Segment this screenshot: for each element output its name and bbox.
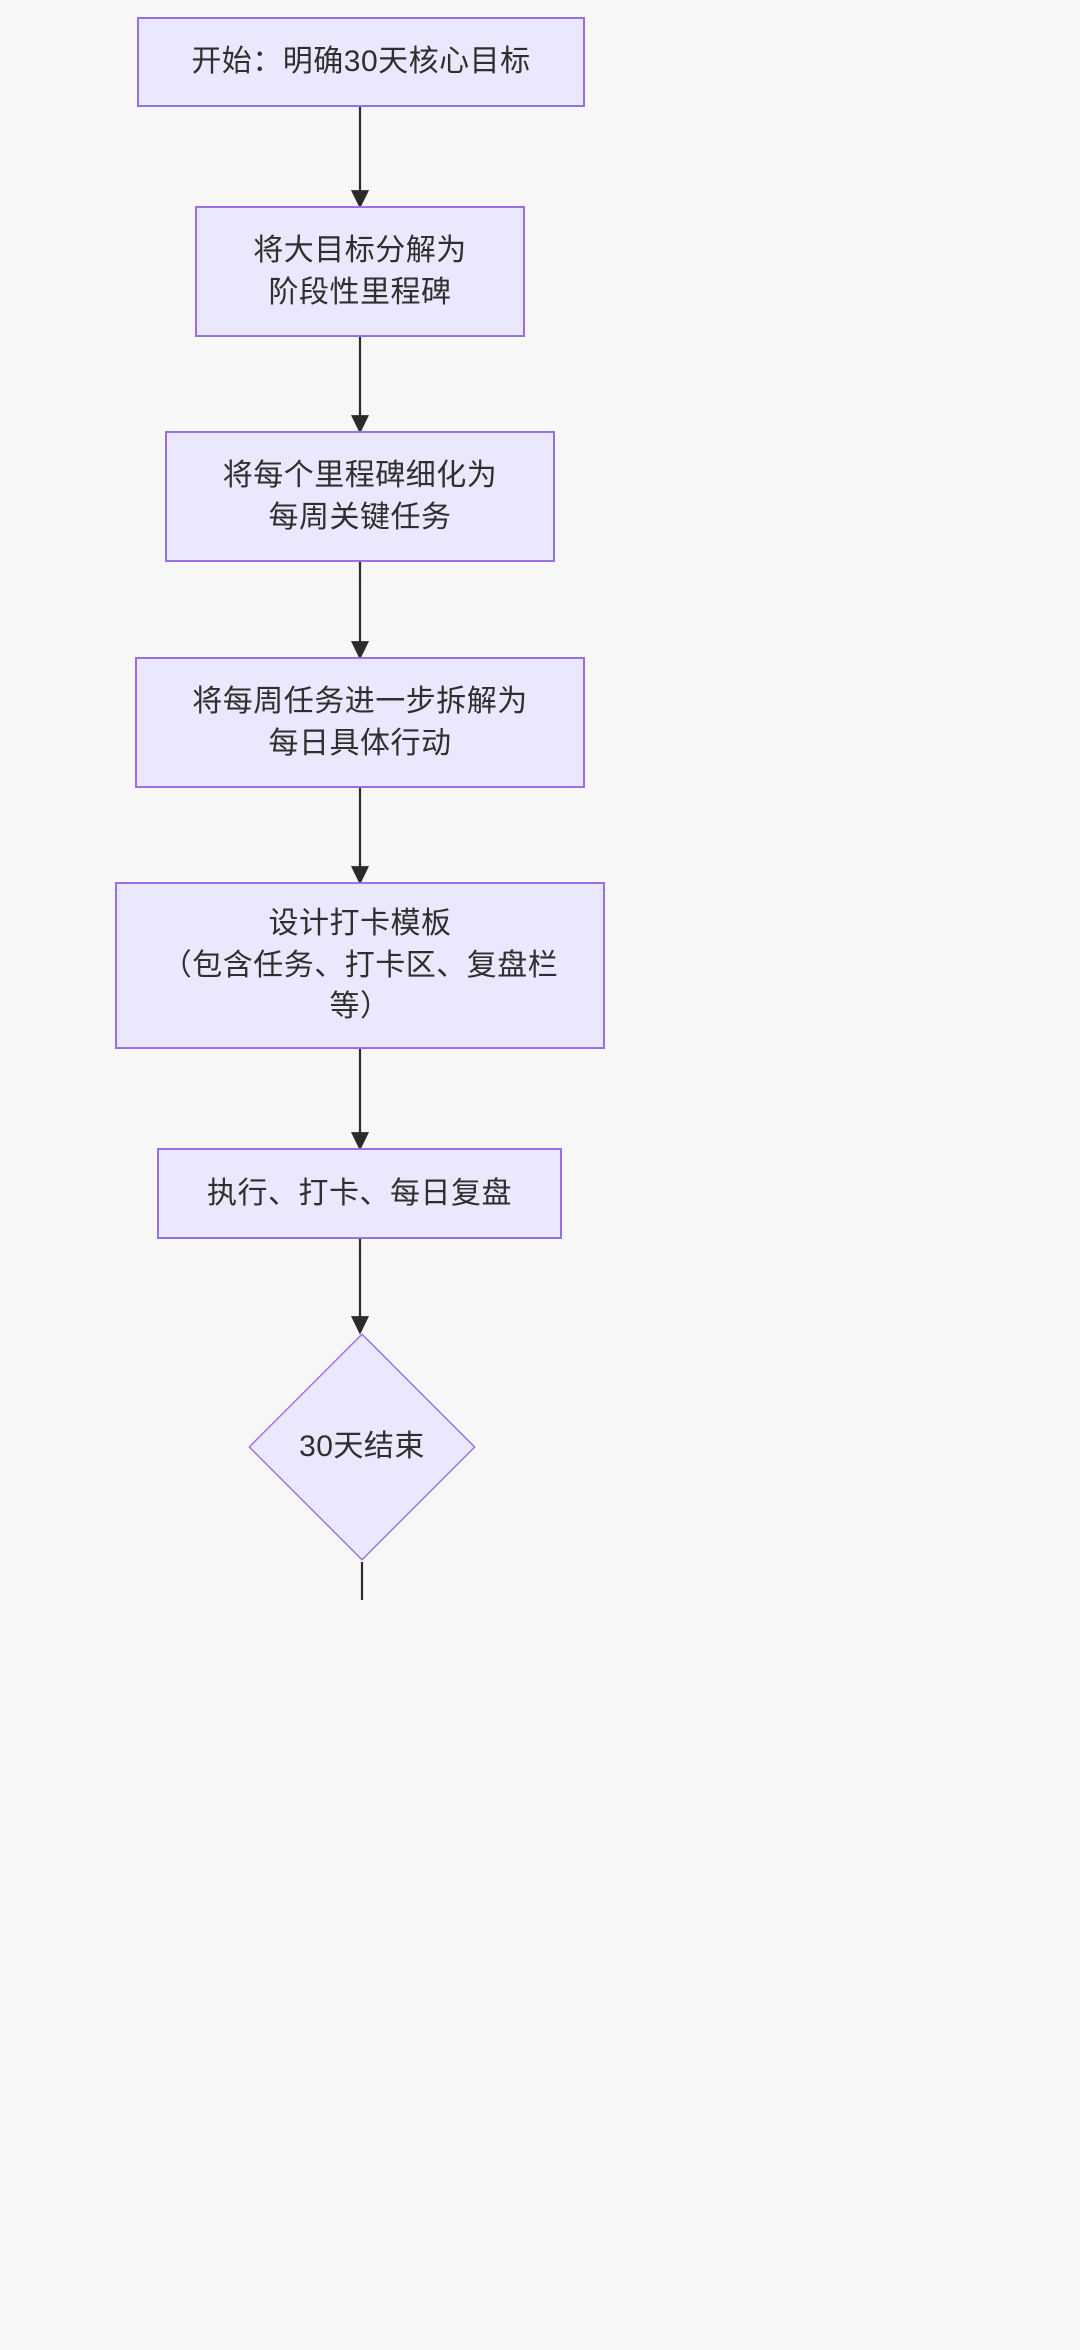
- diamond-shape-icon: [247, 1332, 477, 1562]
- flow-node-label: 30天结束: [299, 1430, 425, 1464]
- flow-node-label: 设计打卡模板 （包含任务、打卡区、复盘栏 等）: [161, 907, 559, 1024]
- flow-node-daily-actions[interactable]: 将每周任务进一步拆解为 每日具体行动: [135, 657, 585, 788]
- flow-node-checkin-template[interactable]: 设计打卡模板 （包含任务、打卡区、复盘栏 等）: [115, 882, 605, 1049]
- flow-node-breakdown-milestones[interactable]: 将大目标分解为 阶段性里程碑: [195, 206, 525, 337]
- flow-node-label: 执行、打卡、每日复盘: [207, 1176, 512, 1210]
- flow-node-label: 将每个里程碑细化为 每周关键任务: [222, 459, 498, 534]
- flow-node-weekly-tasks[interactable]: 将每个里程碑细化为 每周关键任务: [165, 431, 555, 562]
- flow-node-label: 开始：明确30天核心目标: [191, 45, 531, 79]
- flow-node-label: 将大目标分解为 阶段性里程碑: [253, 234, 467, 309]
- flow-node-label: 将每周任务进一步拆解为 每日具体行动: [192, 685, 528, 760]
- flow-node-execute-review[interactable]: 执行、打卡、每日复盘: [157, 1148, 562, 1239]
- flow-node-start[interactable]: 开始：明确30天核心目标: [137, 17, 585, 107]
- flow-node-end-diamond[interactable]: 30天结束: [247, 1332, 477, 1562]
